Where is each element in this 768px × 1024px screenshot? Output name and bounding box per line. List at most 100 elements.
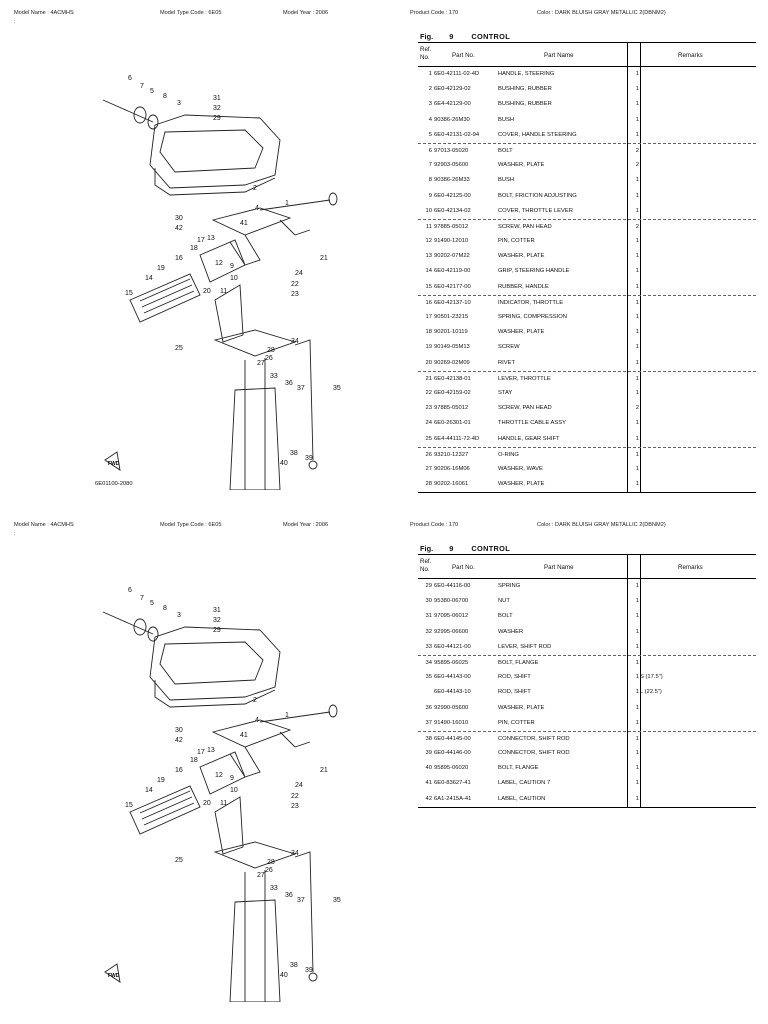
part-name-cell: BUSHING, RUBBER [498,86,552,93]
grip-sleeve [199,239,246,283]
callout-number: 22 [291,281,299,288]
qty-cell: 1 [635,659,639,666]
part-name-cell: RUBBER, HANDLE [498,283,549,290]
handle-grip [129,785,201,835]
part-no-cell: 6E4-42129-00 [434,101,471,108]
handle-grip [129,273,201,323]
callout-number: 11 [220,288,227,295]
qty-cell: 1 [635,795,639,802]
part-name-cell: COVER, HANDLE STEERING [498,131,577,138]
callout-number: 31 [213,95,221,102]
qty-cell: 1 [635,583,639,589]
parts-table-header: Ref. No. Part No. Part Name Remarks [418,555,756,579]
part-name-cell: SPRING, COMPRESSION [498,314,567,320]
part-name-cell: LEVER, SHIFT ROD [498,643,552,650]
part-name-cell: ROD, SHIFT [498,674,531,681]
ref-cell: 22 [425,389,432,396]
part-name-cell: HANDLE, STEERING [498,71,555,77]
figure-label: Fig. [420,32,434,41]
part-no-cell: 90201-10119 [434,329,468,336]
ref-cell: 36 [425,704,432,711]
qty-cell: 1 [635,116,639,123]
qty-cell: 1 [635,314,639,320]
base-bracket-top [213,841,297,869]
figure-heading: Fig. 9 CONTROL [420,544,510,553]
header-part-no: Part No. [452,52,475,59]
qty-cell: 1 [635,765,639,772]
part-no-cell: 90269-02M09 [434,359,470,366]
part-no-cell: 91490-16010 [434,719,469,726]
model-name: Model Name : 4ACMHS [14,10,74,16]
column-divider [627,67,628,493]
header-remarks: Remarks [678,52,703,59]
part-name-cell: RIVET [498,359,516,366]
qty-cell: 2 [635,162,639,169]
steering-shaft [102,611,154,635]
ref-cell: 1 [428,71,432,77]
callout-number: 34 [291,850,299,857]
model-type-code: Model Type Code : 6E05 [160,522,222,528]
throttle-lever-knob [328,192,338,206]
ref-cell: 5 [428,131,432,138]
parts-table-header: Ref. No. Part No. Part Name Remarks [418,43,756,67]
qty-cell: 1 [635,192,639,199]
shift-rod-connector [308,460,318,470]
part-name-cell: BOLT, FLANGE [498,765,539,772]
qty-cell: 1 [635,674,639,681]
callout-number: 32 [213,617,221,624]
qty-cell: 1 [635,359,639,366]
callout-number: 38 [290,450,298,457]
qty-cell: 1 [635,101,639,108]
callout-number: 9 [230,263,234,270]
ref-cell: 38 [425,735,432,742]
qty-cell: 1 [635,253,639,260]
callout-number: 7 [140,595,144,602]
header-part-name: Part Name [544,564,574,571]
callout-number: 41 [240,220,248,227]
callout-number: 26 [265,867,273,874]
part-no-cell: 6E0-44143-00 [434,674,471,681]
part-name-cell: THROTTLE CABLE ASSY [498,420,566,427]
color-label: Color : DARK BLUISH GRAY METALLIC 2(DBNM… [537,522,666,528]
part-no-cell: 90386-26M30 [434,116,470,123]
callout-number: 17 [197,237,205,244]
model-year: Model Year : 2006 [283,522,329,528]
part-name-cell: WASHER [498,628,524,635]
qty-cell: 1 [635,613,639,620]
qty-cell: 1 [635,71,639,77]
part-no-cell: 6A1-2415A-41 [434,795,472,802]
part-no-cell: 6E0-44146-00 [434,750,471,757]
callout-number: 29 [213,627,221,634]
qty-cell: 1 [635,628,639,635]
figure-number: 9 [449,32,454,41]
qty-cell: 1 [635,207,639,214]
part-name-cell: SPRING [498,583,521,589]
part-no-cell: 97013-05020 [434,147,469,154]
callout-number: 7 [140,83,144,90]
ref-cell: 40 [425,765,432,772]
column-divider [627,579,628,807]
qty-cell: 1 [635,435,639,442]
lower-housing [229,899,281,1002]
column-divider [640,579,641,807]
callout-number: 28 [267,859,275,866]
steering-bracket-inner [159,641,264,685]
callout-number: 18 [190,245,198,252]
callout-number: 36 [285,380,293,387]
figure-heading: Fig. 9 CONTROL [420,32,510,41]
callout-number: 19 [157,265,165,272]
qty-cell: 1 [635,735,639,742]
part-no-cell: 6E0-42125-00 [434,192,471,199]
